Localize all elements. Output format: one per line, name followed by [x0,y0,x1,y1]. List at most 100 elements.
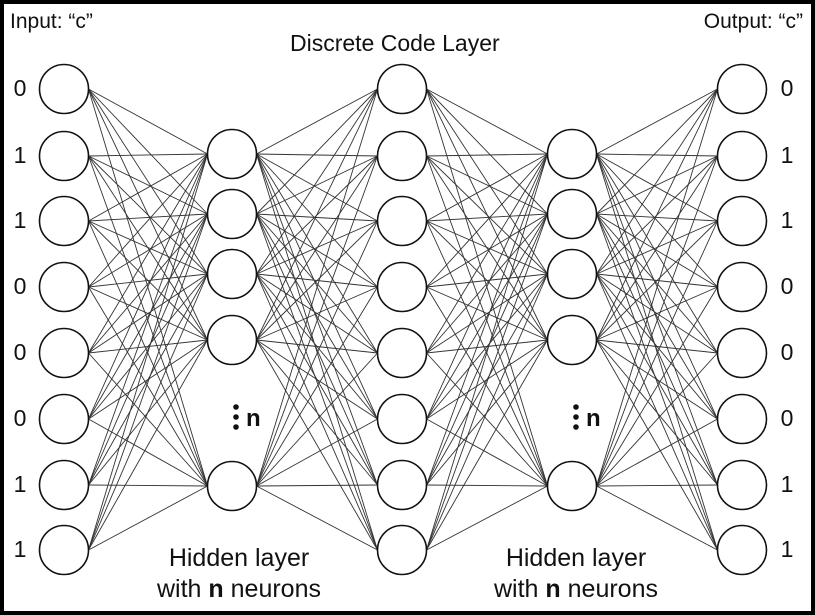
diagram-canvas: n n Input: “c” Output: “c” Discrete Code … [4,4,811,611]
caption-line-2: with n neurons [157,575,321,603]
connection-line [426,220,548,275]
output-label: Output: “c” [703,10,803,33]
hidden-layer-2-neuron [546,314,598,366]
output-layer-neuron [716,524,768,576]
connection-line [596,88,718,215]
connection-line [88,273,208,354]
connection-line [426,153,548,354]
connection-line [88,213,208,222]
connection-line [88,155,208,487]
connection-line [88,88,208,215]
connection-line [426,155,548,275]
output-bit: 1 [780,471,794,497]
input-bit: 0 [13,273,27,299]
connection-line [256,220,378,487]
output-bit: 0 [780,75,794,101]
connection-line [596,485,718,551]
connection-line [596,418,718,487]
connection-line [596,339,718,551]
connection-line [256,213,378,354]
connection-line [596,339,718,354]
ellipsis-dot [233,424,239,430]
connection-line [88,220,208,275]
code-layer-neuron [376,327,428,379]
connection-line [88,153,208,551]
connection-line [426,339,548,551]
hidden-layer-1-neuron [206,460,258,512]
ellipsis-dot [233,404,239,410]
connection-line [88,153,208,486]
connection-line [256,352,378,487]
connection-line [88,213,208,354]
ellipsis-n-label: n [246,405,261,432]
connection-line [256,88,378,487]
connection-line [596,339,718,420]
input-bit: 1 [13,471,27,497]
input-layer-neuron [38,393,90,445]
connection-line [256,88,378,275]
ellipsis-dot [573,414,579,420]
connection-line [596,213,718,288]
connection-line [256,213,378,420]
connection-line [426,213,548,551]
connection-line [596,213,718,551]
connection-line [596,286,718,341]
connection-line [256,286,378,341]
connection-line [596,153,718,157]
connection-line [596,213,718,420]
connection-line [256,153,378,222]
output-layer-neuron [716,63,768,115]
connection-line [426,352,548,487]
connection-line [426,153,548,222]
input-layer-neuron [38,63,90,115]
connection-line [256,220,378,341]
connection-line [88,88,208,155]
ellipsis-dot [573,404,579,410]
connection-line [88,273,208,486]
input-bit: 0 [13,339,27,365]
input-label: Input: “c” [10,10,93,33]
connection-line [88,273,208,551]
connection-line [88,484,208,487]
connection-line [596,88,718,155]
connection-line [596,88,718,341]
connection-line [426,153,548,551]
connection-line [426,213,548,420]
connection-line [256,155,378,215]
connection-line [256,213,378,551]
connection-line [596,286,718,487]
ellipsis-n-label: n [586,405,601,432]
output-bit: 0 [780,273,794,299]
hidden-layer-1-neuron [206,188,258,240]
input-layer-neuron [38,261,90,313]
input-bit: 1 [13,207,27,233]
connection-line [426,88,548,215]
output-bit: 1 [780,536,794,562]
code-layer-neuron [376,459,428,511]
connection-line [426,273,548,551]
connection-line [256,418,378,487]
output-layer-neuron [716,327,768,379]
connection-line [88,88,208,275]
code-layer-label: Discrete Code Layer [290,30,500,56]
connection-line [426,213,548,354]
output-bit: 1 [780,142,794,168]
caption-line-1: Hidden layer [168,544,310,572]
input-bit: 1 [13,142,27,168]
caption-line-2: with n neurons [494,575,658,603]
connections [88,88,718,551]
connection-line [596,213,718,222]
connection-line [596,339,718,486]
connection-line [88,213,208,288]
input-layer-neuron [38,195,90,247]
connection-line [596,352,718,487]
connection-line [256,213,378,288]
connection-line [256,484,378,487]
connection-line [88,153,208,157]
connection-line [88,352,208,487]
hidden-layer-2-neuron [546,128,598,180]
code-layer-neuron [376,195,428,247]
code-layer-neuron [376,524,428,576]
connection-line [88,213,208,486]
connection-line [426,213,548,486]
